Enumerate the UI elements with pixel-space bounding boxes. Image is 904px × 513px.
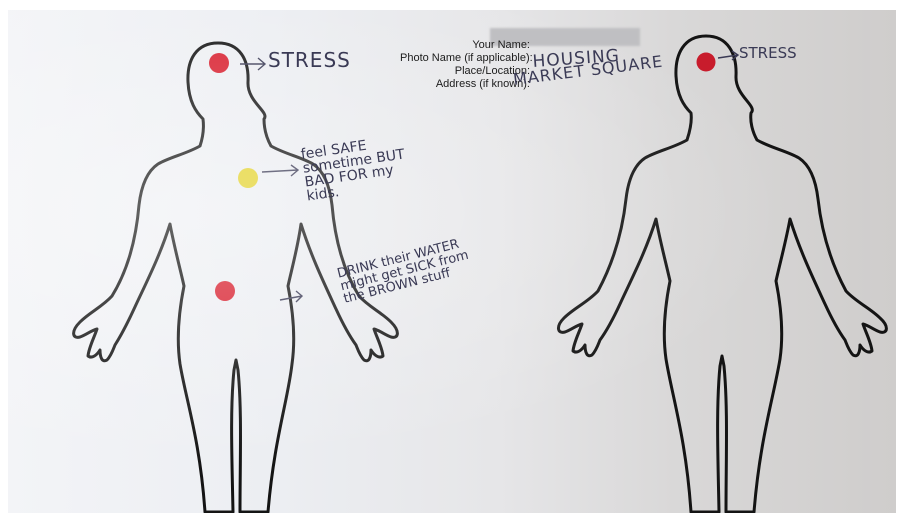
right-head-dot: [697, 53, 716, 72]
address-label: Address (if known):: [400, 78, 530, 91]
photo-name-label: Photo Name (if applicable):: [400, 52, 530, 65]
place-label: Place/Location:: [400, 65, 530, 78]
left-belly-dot: [215, 281, 235, 301]
left-head-annotation: STRESS: [268, 48, 351, 72]
form-labels: Your Name: Photo Name (if applicable): P…: [400, 39, 530, 91]
left-head-dot: [209, 53, 229, 73]
right-body-outline: [558, 36, 886, 512]
arrow-chest: [262, 165, 298, 176]
right-head-annotation: STRESS: [739, 44, 797, 62]
your-name-label: Your Name:: [400, 39, 530, 52]
left-chest-dot: [238, 168, 258, 188]
